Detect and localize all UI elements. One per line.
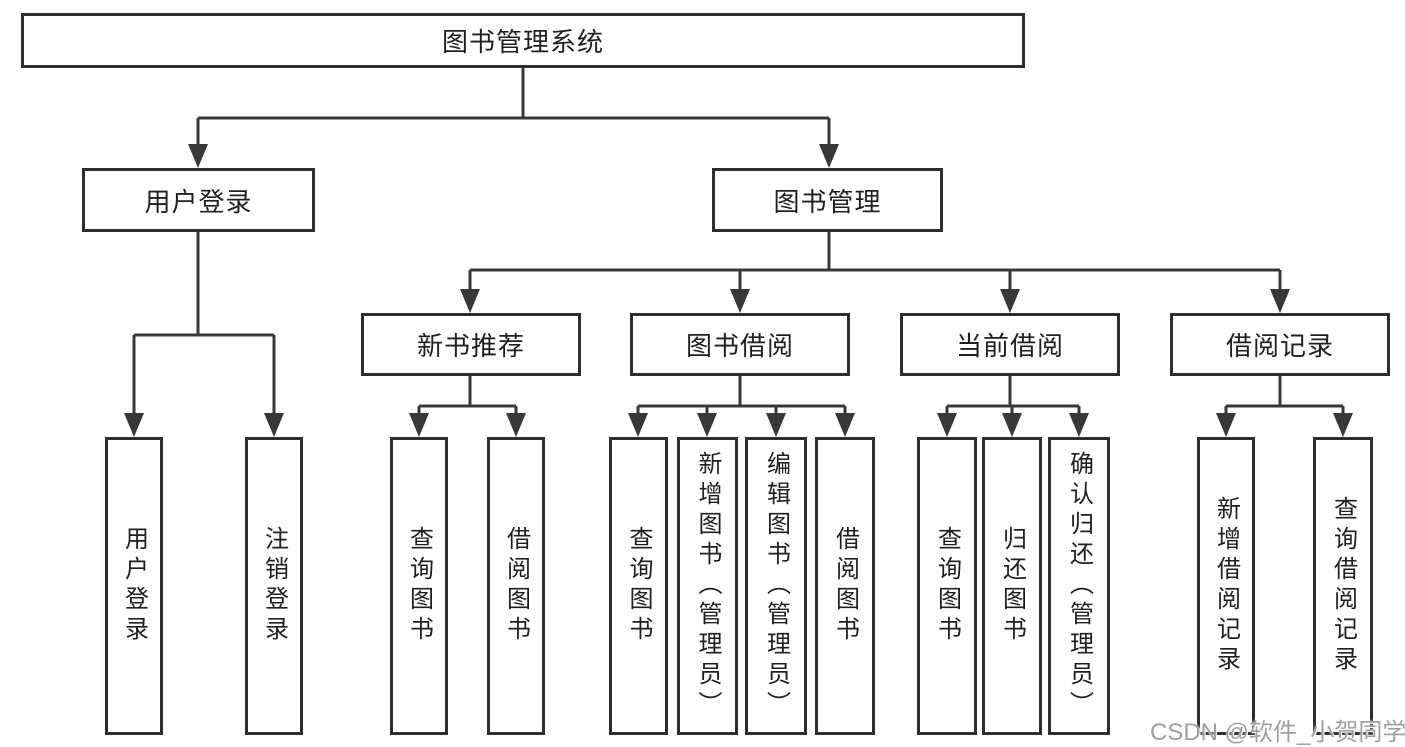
leaf-logout: 注销登录 bbox=[245, 437, 303, 735]
node-label: 确认归还（管理员） bbox=[1065, 451, 1093, 721]
leaf-confirm-return-admin: 确认归还（管理员） bbox=[1048, 437, 1110, 735]
node-label: 借阅记录 bbox=[1225, 331, 1334, 361]
node-label: 图书管理系统 bbox=[441, 27, 604, 57]
leaf-query-books: 查询图书 bbox=[609, 437, 668, 735]
node-label: 借阅图书 bbox=[502, 526, 530, 646]
node-library-management-system: 图书管理系统 bbox=[21, 13, 1025, 68]
leaf-query-books: 查询图书 bbox=[390, 437, 448, 735]
leaf-edit-books-admin: 编辑图书（管理员） bbox=[745, 437, 807, 735]
node-label: 查询图书 bbox=[933, 526, 961, 646]
leaf-return-books: 归还图书 bbox=[982, 437, 1042, 735]
node-label: 注销登录 bbox=[260, 526, 288, 646]
leaf-user-login: 用户登录 bbox=[105, 437, 163, 735]
node-label: 查询图书 bbox=[405, 526, 433, 646]
node-new-book-recommend: 新书推荐 bbox=[361, 313, 581, 376]
node-label: 用户登录 bbox=[120, 526, 148, 646]
leaf-borrow-books: 借阅图书 bbox=[487, 437, 545, 735]
node-label: 查询图书 bbox=[625, 526, 652, 646]
node-label: 新增借阅记录 bbox=[1212, 496, 1240, 676]
node-label: 归还图书 bbox=[998, 526, 1026, 646]
leaf-add-books-admin: 新增图书（管理员） bbox=[677, 437, 738, 735]
arrowhead-icons bbox=[124, 144, 1353, 437]
node-current-borrow: 当前借阅 bbox=[900, 313, 1120, 376]
leaf-add-borrow-record: 新增借阅记录 bbox=[1197, 437, 1255, 735]
node-user-login-branch: 用户登录 bbox=[82, 168, 315, 232]
node-borrow-record: 借阅记录 bbox=[1170, 313, 1390, 376]
node-label: 借阅图书 bbox=[831, 526, 859, 646]
leaf-query-borrow-record: 查询借阅记录 bbox=[1313, 437, 1373, 735]
leaf-borrow-books: 借阅图书 bbox=[815, 437, 875, 735]
watermark: CSDN @软件_小贺同学 bbox=[1150, 719, 1405, 746]
node-label: 新书推荐 bbox=[416, 331, 525, 361]
node-label: 图书借阅 bbox=[685, 331, 794, 361]
node-label: 图书管理 bbox=[773, 186, 882, 217]
node-label: 查询借阅记录 bbox=[1329, 496, 1357, 676]
node-label: 新增图书（管理员） bbox=[694, 451, 721, 721]
node-book-borrow: 图书借阅 bbox=[630, 313, 850, 376]
node-label: 当前借阅 bbox=[955, 331, 1064, 361]
node-book-management-branch: 图书管理 bbox=[712, 168, 943, 232]
leaf-query-books: 查询图书 bbox=[917, 437, 977, 735]
node-label: 编辑图书（管理员） bbox=[762, 451, 790, 721]
node-label: 用户登录 bbox=[144, 186, 253, 217]
